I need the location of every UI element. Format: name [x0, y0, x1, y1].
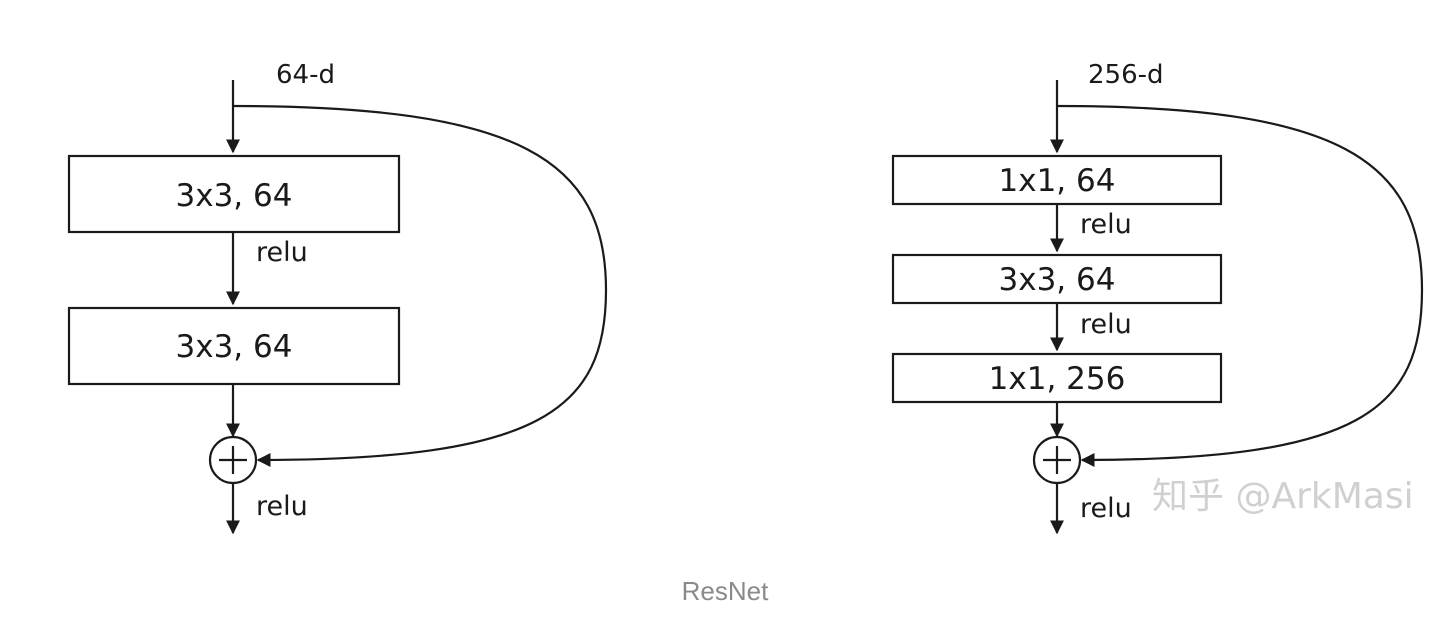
left-skip-connection — [232, 104, 608, 467]
right-relu2-label: relu — [1080, 309, 1132, 340]
right-skip-connection — [1056, 104, 1424, 467]
right-relu-out-label: relu — [1080, 493, 1132, 524]
right-layer3-box — [891, 352, 1223, 404]
left-layer2-label: 3x3, 64 — [176, 329, 293, 365]
right-layer2-label: 3x3, 64 — [999, 262, 1116, 298]
right-layer1-label: 1x1, 64 — [999, 163, 1116, 199]
watermark: 知乎 @ArkMasi — [1152, 476, 1414, 517]
left-layer1-label: 3x3, 64 — [176, 178, 293, 214]
right-relu1-label: relu — [1080, 209, 1132, 240]
left-add-node — [208, 435, 258, 485]
basic-block: 64-d 3x3, 64 relu 3x3, 64 relu — [67, 60, 608, 535]
bottleneck-block: 256-d 1x1, 64 relu 3x3, 64 relu 1x1, 256… — [891, 60, 1424, 535]
left-layer2-box — [67, 306, 401, 386]
right-layer2-box — [891, 253, 1223, 305]
right-input-label: 256-d — [1088, 60, 1164, 90]
right-add-node — [1032, 435, 1082, 485]
left-relu1-label: relu — [256, 237, 308, 268]
left-relu-out-label: relu — [256, 491, 308, 522]
left-input-label: 64-d — [276, 60, 335, 90]
right-layer3-label: 1x1, 256 — [989, 361, 1126, 397]
figure-caption: ResNet — [681, 576, 769, 606]
right-layer1-box — [891, 154, 1223, 206]
